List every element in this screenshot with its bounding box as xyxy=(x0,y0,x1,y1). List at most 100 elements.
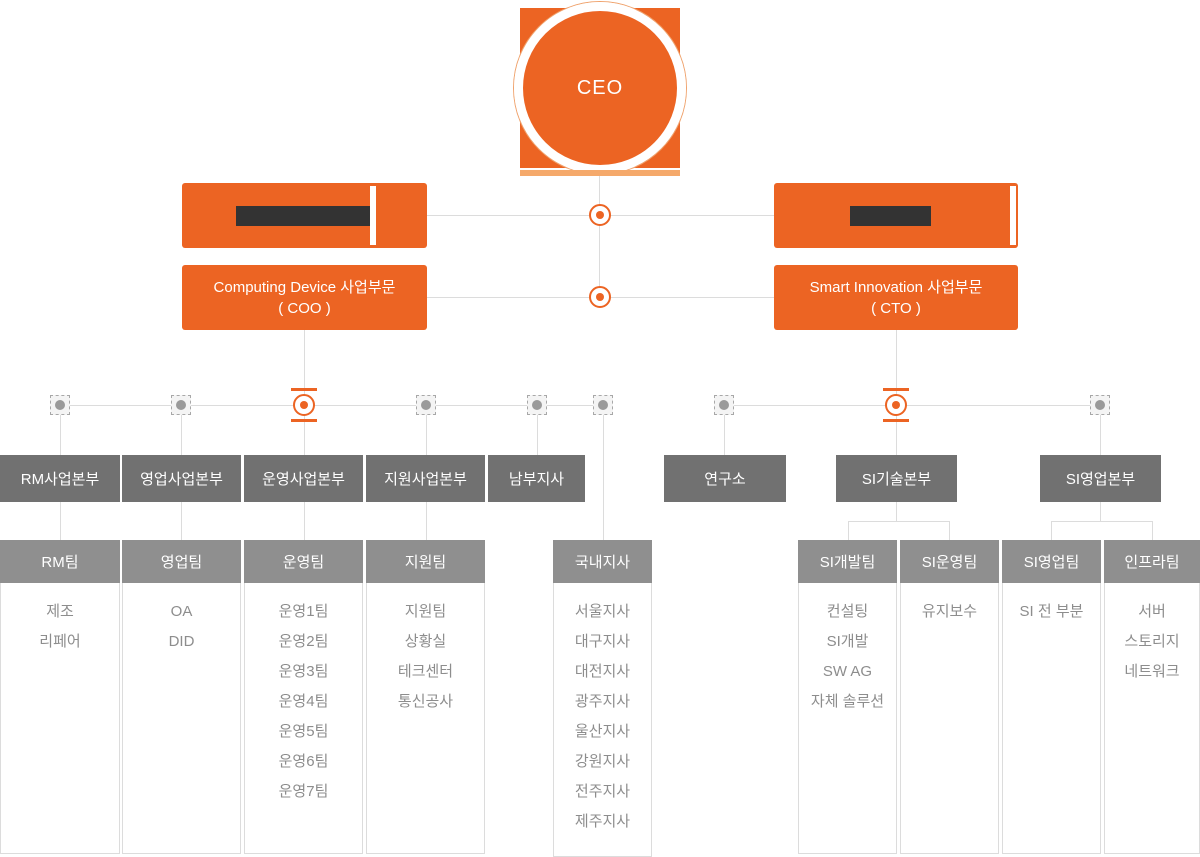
team-column-support: 지원팀 지원팀 상황실 테크센터 통신공사 xyxy=(366,540,485,854)
connector-line xyxy=(181,405,182,455)
coo-name-box xyxy=(182,183,427,248)
list-item: 운영5팀 xyxy=(278,723,329,740)
dept-sales: 영업사업본부 xyxy=(122,455,241,502)
team-list: 운영1팀 운영2팀 운영3팀 운영4팀 운영5팀 운영6팀 운영7팀 xyxy=(244,583,363,854)
dept-southern-branch: 남부지사 xyxy=(488,455,585,502)
list-item: 강원지사 xyxy=(574,753,631,770)
team-column-rm: RM팀 제조 리페어 xyxy=(0,540,120,854)
team-column-si-sales: SI영업팀 SI 전 부분 xyxy=(1002,540,1101,854)
dept-support: 지원사업본부 xyxy=(366,455,485,502)
list-item: 광주지사 xyxy=(574,693,631,710)
dept-si-tech: SI기술본부 xyxy=(836,455,957,502)
connector-line xyxy=(896,405,897,455)
connector-line xyxy=(537,405,538,455)
gray-node-icon xyxy=(50,395,70,415)
list-item: 유지보수 xyxy=(921,603,978,620)
list-item: 대전지사 xyxy=(574,663,631,680)
team-header: SI영업팀 xyxy=(1002,540,1101,583)
list-item: 울산지사 xyxy=(574,723,631,740)
connector-line xyxy=(1100,502,1101,521)
dept-si-sales: SI영업본부 xyxy=(1040,455,1161,502)
connector-line xyxy=(724,405,725,455)
connector-line xyxy=(181,502,182,540)
list-item: 운영7팀 xyxy=(278,783,329,800)
list-item: 대구지사 xyxy=(574,633,631,650)
team-list: 서버 스토리지 네트워크 xyxy=(1104,583,1200,854)
stripe-decoration xyxy=(370,186,376,245)
division-title: Computing Device 사업부문 xyxy=(213,278,396,296)
list-item: 스토리지 xyxy=(1124,633,1180,650)
orange-node-dashed-icon xyxy=(290,388,318,422)
ceo-label: CEO xyxy=(576,76,624,99)
list-item: 리페어 xyxy=(39,633,81,650)
team-header: 영업팀 xyxy=(122,540,241,583)
list-item: 운영3팀 xyxy=(278,663,329,680)
list-item: 테크센터 xyxy=(397,663,454,680)
connector-line xyxy=(848,521,849,540)
team-list: OA DID xyxy=(122,583,241,854)
connector-line xyxy=(1051,521,1153,522)
list-item: 컨설팅 xyxy=(826,603,869,620)
team-list: 유지보수 xyxy=(900,583,999,854)
list-item: 네트워크 xyxy=(1124,663,1180,680)
team-header: SI개발팀 xyxy=(798,540,897,583)
list-item: 지원팀 xyxy=(404,603,447,620)
division-title: Smart Innovation 사업부문 xyxy=(809,278,983,296)
list-item: 자체 솔루션 xyxy=(810,693,885,710)
list-item: SI 전 부분 xyxy=(1019,603,1084,620)
gray-node-icon xyxy=(171,395,191,415)
orange-node-dashed-icon xyxy=(882,388,910,422)
list-item: OA xyxy=(170,603,193,620)
gray-node-icon xyxy=(527,395,547,415)
dept-research-lab: 연구소 xyxy=(664,455,786,502)
ceo-underline-bar xyxy=(520,170,680,176)
team-column-si-dev: SI개발팀 컨설팅 SI개발 SW AG 자체 솔루션 xyxy=(798,540,897,854)
connector-line xyxy=(1051,521,1052,540)
division-subtitle: ( COO ) xyxy=(278,299,331,317)
list-item: 통신공사 xyxy=(397,693,454,710)
orange-node-icon xyxy=(589,204,611,226)
stripe-decoration xyxy=(1010,186,1016,245)
connector-line xyxy=(848,521,950,522)
connector-line xyxy=(426,405,427,455)
list-item: 전주지사 xyxy=(574,783,631,800)
list-item: 운영4팀 xyxy=(278,693,329,710)
redacted-name-bar xyxy=(236,206,370,226)
team-column-operations: 운영팀 운영1팀 운영2팀 운영3팀 운영4팀 운영5팀 운영6팀 운영7팀 xyxy=(244,540,363,854)
list-item: SW AG xyxy=(822,663,873,680)
list-item: 제조 xyxy=(46,603,74,620)
list-item: 운영2팀 xyxy=(278,633,329,650)
connector-line xyxy=(896,330,897,405)
division-smart-innovation: Smart Innovation 사업부문 ( CTO ) xyxy=(774,265,1018,330)
gray-node-icon xyxy=(416,395,436,415)
dept-rm: RM사업본부 xyxy=(0,455,120,502)
connector-line xyxy=(1152,521,1153,540)
division-subtitle: ( CTO ) xyxy=(871,299,921,317)
list-item: 제주지사 xyxy=(574,813,631,830)
list-item: 운영6팀 xyxy=(278,753,329,770)
team-header: 국내지사 xyxy=(553,540,652,583)
connector-line xyxy=(603,405,604,540)
connector-line xyxy=(304,330,305,405)
connector-line xyxy=(60,405,603,406)
team-header: 운영팀 xyxy=(244,540,363,583)
team-column-sales: 영업팀 OA DID xyxy=(122,540,241,854)
team-list: SI 전 부분 xyxy=(1002,583,1101,854)
division-computing-device: Computing Device 사업부문 ( COO ) xyxy=(182,265,427,330)
ceo-ring-decoration xyxy=(514,2,686,174)
gray-node-icon xyxy=(593,395,613,415)
list-item: 서울지사 xyxy=(574,603,631,620)
gray-node-icon xyxy=(714,395,734,415)
connector-line xyxy=(724,405,1100,406)
team-list: 서울지사 대구지사 대전지사 광주지사 울산지사 강원지사 전주지사 제주지사 xyxy=(553,583,652,857)
team-column-si-ops: SI운영팀 유지보수 xyxy=(900,540,999,854)
team-list: 지원팀 상황실 테크센터 통신공사 xyxy=(366,583,485,854)
connector-line xyxy=(304,502,305,540)
team-column-domestic-branches: 국내지사 서울지사 대구지사 대전지사 광주지사 울산지사 강원지사 전주지사 … xyxy=(553,540,652,857)
cto-name-box xyxy=(774,183,1018,248)
team-list: 제조 리페어 xyxy=(0,583,120,854)
list-item: DID xyxy=(168,633,195,650)
redacted-name-bar xyxy=(850,206,931,226)
connector-line xyxy=(949,521,950,540)
